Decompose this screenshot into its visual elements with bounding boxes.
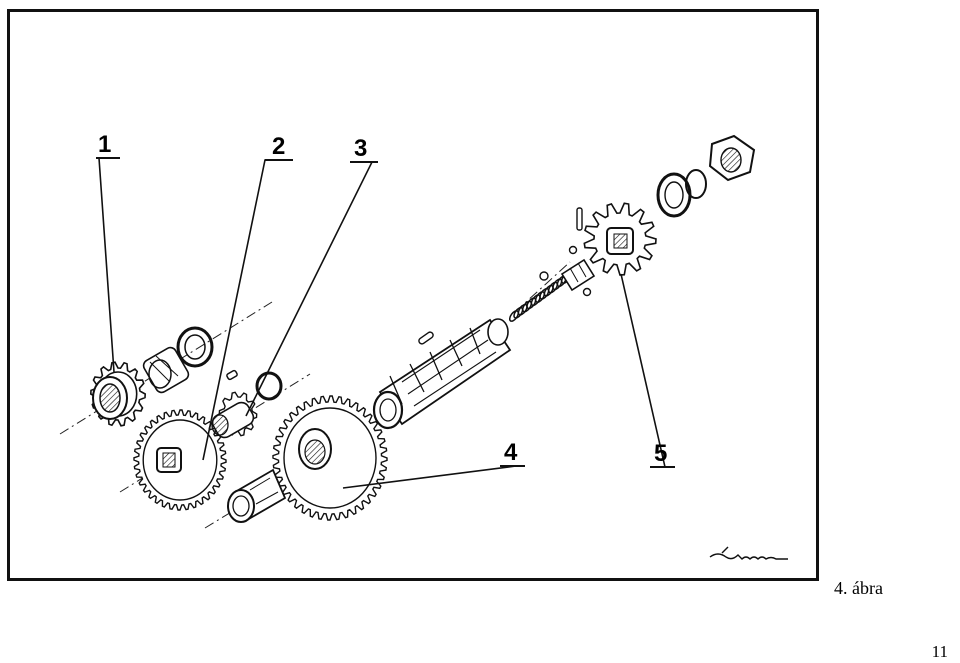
callout-2: 2: [272, 133, 285, 160]
callout-3: 3: [354, 135, 367, 162]
exploded-gear-diagram: 1 2 3 4 5: [59, 131, 788, 560]
part-1-small-gear: [89, 361, 147, 427]
callout-4: 4: [504, 439, 518, 466]
page-number: 11: [931, 642, 948, 661]
main-shaft: [372, 318, 512, 430]
gear-hub-ring: [283, 407, 377, 509]
part-5-washer: [656, 169, 707, 218]
part-3-pin: [226, 369, 238, 381]
gear-hub-ring: [142, 419, 218, 501]
part-2-large-gear: [133, 409, 227, 511]
callout-labels: 1 2 3 4 5: [96, 131, 675, 468]
part-4-bearing-sleeve: [227, 468, 287, 523]
part-3-washer: [255, 371, 283, 401]
spring: [508, 272, 572, 322]
part-1-bushing: [142, 346, 190, 394]
callout-5: 5: [654, 440, 667, 467]
part-5-nut: [708, 134, 756, 182]
part-5-sprocket: [583, 202, 657, 276]
artist-signature: [709, 546, 788, 560]
part-3-pinion: [211, 391, 258, 439]
part-4-gear: [272, 395, 388, 521]
part-1-ring: [176, 326, 214, 368]
sliding-clutch-sleeve: [539, 207, 596, 297]
figure-frame: 1 2 3 4 5: [7, 9, 819, 581]
callout-1: 1: [98, 131, 111, 158]
figure-caption: 4. ábra: [834, 578, 883, 598]
